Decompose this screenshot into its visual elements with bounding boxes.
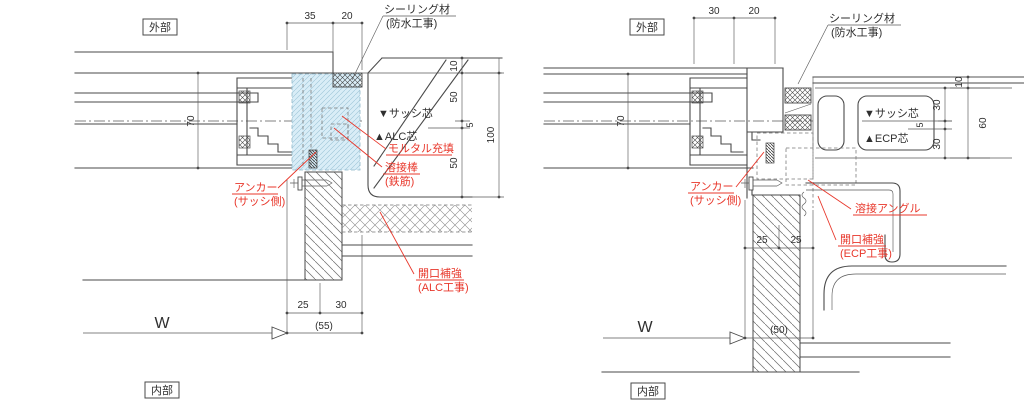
sealing-material-block	[332, 72, 363, 88]
dim-right-10: 10	[449, 60, 460, 72]
dim-top-20: 20	[748, 6, 760, 17]
panel-break-lines	[373, 59, 469, 189]
dim-top-35: 35	[304, 11, 316, 22]
anchor-plate-hidden	[330, 123, 349, 141]
alc-wall-section	[304, 171, 343, 281]
opening-reinforcement-band	[342, 205, 472, 232]
sealing-sub-label: (防水工事)	[831, 25, 882, 39]
opening-reinf-label: 開口補強	[840, 233, 884, 246]
dim-right-50b: 50	[449, 157, 460, 169]
width-label: W	[154, 315, 170, 332]
alc-center-label: ▲ALC芯	[374, 129, 417, 143]
sash-sill-step	[249, 127, 293, 153]
dim-right-5: 5	[915, 122, 925, 127]
sealing-material-block	[784, 114, 812, 131]
glazing-gasket-block	[691, 90, 704, 104]
weld-bead	[801, 191, 807, 217]
right-detail-annotations: 外部 内部 シーリング材 (防水工事) ▼サッシ芯 ▲ECP芯 アンカー (サッ…	[629, 11, 927, 400]
anchor-bolt	[765, 142, 775, 164]
opening-reinf-label: 開口補強	[418, 267, 462, 280]
sealing-label: シーリング材	[829, 11, 895, 25]
weld-angle-hidden	[785, 147, 857, 186]
dim-top-30: 30	[708, 6, 720, 17]
mortar-label: モルタル充填	[388, 141, 454, 155]
dim-right-10: 10	[954, 76, 965, 88]
ecp-center-label: ▲ECP芯	[864, 131, 909, 145]
anchor-sub-label: (サッシ側)	[234, 195, 285, 208]
sash-center-label: ▼サッシ芯	[864, 106, 919, 120]
weld-rod-label: 溶接棒	[385, 160, 418, 174]
exterior-label: 外部	[636, 20, 658, 34]
interior-label: 内部	[637, 384, 659, 398]
anchor-plate-hidden	[321, 107, 349, 139]
glazing-gasket-block	[238, 135, 251, 149]
weld-angle	[801, 182, 901, 263]
exterior-label-box	[142, 18, 178, 36]
ecp-panel	[812, 76, 1024, 159]
dim-right-30b: 30	[932, 138, 943, 150]
anchor-label: アンカー	[234, 181, 278, 194]
glazing-gasket-block	[691, 135, 704, 149]
dim-bottom-55: (55)	[315, 321, 333, 332]
left-detail-dimensions: 35 20 70 10 50 5 50 100 25 30 (55) W	[83, 11, 504, 340]
anchor-label: アンカー	[690, 180, 734, 193]
dim-bottom-30: 30	[335, 300, 347, 311]
sealing-sub-label: (防水工事)	[386, 16, 437, 30]
weld-rod-sub-label: (鉄筋)	[385, 174, 414, 188]
dim-right-100: 100	[486, 126, 497, 143]
ecp-hollow-core	[817, 95, 845, 151]
dim-bottom-25: 25	[297, 300, 309, 311]
dim-bottom-50: (50)	[770, 325, 788, 336]
ecp-hollow-core	[857, 95, 935, 151]
opening-reinf-sub-label: (ALC工事)	[418, 281, 469, 294]
opening-reinf-sub-label: (ECP工事)	[840, 247, 892, 260]
weld-angle-label: 溶接アングル	[855, 201, 921, 215]
dim-right-5: 5	[465, 122, 475, 127]
wall-section	[752, 194, 801, 373]
anchor-sub-label: (サッシ側)	[690, 194, 741, 207]
dim-right-50a: 50	[449, 91, 460, 103]
left-detail-linework	[74, 51, 503, 281]
dim-right-30a: 30	[932, 99, 943, 111]
sash-center-label: ▼サッシ芯	[378, 106, 433, 120]
dim-top-20: 20	[341, 11, 353, 22]
alc-panel	[362, 57, 503, 198]
interior-label-box	[144, 381, 180, 399]
right-detail-dimensions: 30 20 70 10 30 5 30 60 25 25 (50) W	[603, 6, 990, 345]
right-detail: 30 20 70 10 30 5 30 60 25 25 (50) W	[543, 6, 1024, 400]
left-detail-annotations: 外部 内部 シーリング材 (防水工事) ▼サッシ芯 ▲ALC芯 モルタル充填 溶…	[142, 2, 469, 399]
glazing-gasket-block	[238, 90, 251, 104]
opening-reinforcement-channel	[823, 265, 1007, 311]
right-detail-linework	[543, 67, 1024, 373]
width-label: W	[637, 319, 653, 336]
width-arrow	[271, 326, 289, 340]
exterior-label: 外部	[149, 20, 171, 34]
anchor-screw	[741, 176, 783, 191]
sash-sill-step	[702, 127, 744, 153]
dim-frame-70: 70	[186, 115, 197, 127]
sealing-label: シーリング材	[384, 2, 450, 16]
left-detail: 35 20 70 10 50 5 50 100 25 30 (55) W	[74, 2, 504, 399]
sealing-material-block	[784, 87, 812, 104]
interior-label: 内部	[151, 383, 173, 397]
dim-bottom-25a: 25	[756, 235, 768, 246]
dim-frame-70: 70	[616, 115, 627, 127]
interior-label-box	[630, 382, 666, 400]
width-arrow	[729, 331, 747, 345]
dim-right-60: 60	[978, 117, 989, 129]
anchor-plate-hidden	[756, 132, 814, 180]
dim-bottom-25b: 25	[790, 235, 802, 246]
exterior-label-box	[629, 18, 665, 36]
